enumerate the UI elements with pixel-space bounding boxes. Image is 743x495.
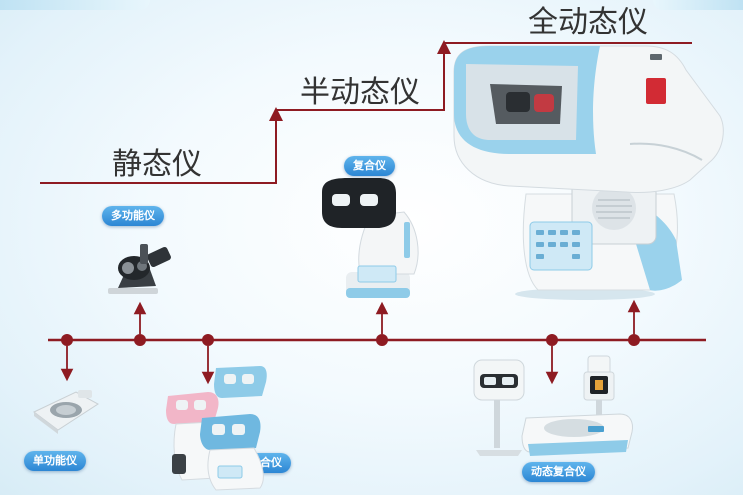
stage-semi-label: 半动态仪 bbox=[300, 75, 420, 110]
composite-device-image bbox=[322, 178, 419, 298]
node-composite bbox=[376, 334, 388, 346]
multi-function-device-image bbox=[108, 244, 171, 294]
timeline-nodes bbox=[61, 334, 640, 346]
dynamic-composite-device-image bbox=[473, 355, 633, 456]
node-comprehensive bbox=[202, 334, 214, 346]
device-dynamic-composite-label: 动态复合仪 bbox=[522, 462, 595, 482]
top-left-ribbon bbox=[0, 0, 150, 10]
device-composite-label: 复合仪 bbox=[344, 156, 395, 176]
node-single bbox=[61, 334, 73, 346]
staircase-line bbox=[40, 42, 692, 184]
comprehensive-device-image bbox=[166, 366, 267, 491]
device-single-label: 单功能仪 bbox=[24, 451, 86, 471]
node-multi bbox=[134, 334, 146, 346]
full-dynamic-device-image bbox=[453, 45, 724, 300]
single-function-device-image bbox=[33, 390, 99, 434]
node-dynamic bbox=[546, 334, 558, 346]
stage-static-label: 静态仪 bbox=[112, 147, 202, 182]
node-full bbox=[628, 334, 640, 346]
device-multi-label: 多功能仪 bbox=[102, 206, 164, 226]
top-right-ribbon bbox=[653, 0, 743, 10]
stage-full-label: 全动态仪 bbox=[528, 5, 648, 40]
